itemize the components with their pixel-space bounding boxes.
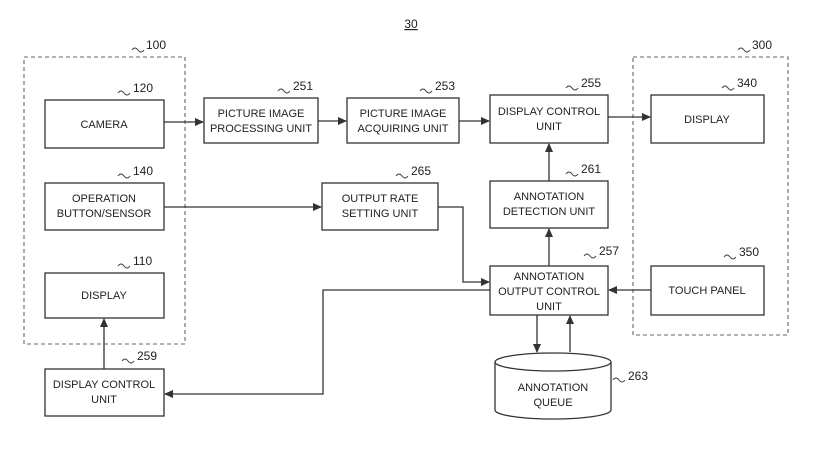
ref-leader-100 [131, 47, 145, 53]
group-300-frame [632, 56, 789, 336]
aoc-label-line-3: UNIT [536, 301, 562, 313]
operation-ref: 140 [133, 164, 153, 178]
display-340-ref: 340 [737, 76, 757, 90]
camera-label: CAMERA [80, 119, 128, 131]
annotation-detection-unit-block: ANNOTATION DETECTION UNIT [489, 180, 609, 229]
pia-label-line-1: PICTURE IMAGE [360, 108, 447, 120]
display-110-label: DISPLAY [81, 290, 127, 302]
pip-label-line-1: PICTURE IMAGE [218, 108, 305, 120]
operation-label-line-1: OPERATION [72, 193, 136, 205]
dcu259-ref: 259 [137, 349, 157, 363]
operation-label-line-2: BUTTON/SENSOR [57, 208, 152, 220]
adu-ref: 261 [581, 162, 601, 176]
dcu255-ref: 255 [581, 76, 601, 90]
display-110-block: DISPLAY [44, 272, 165, 319]
camera-block: CAMERA [44, 99, 165, 149]
dcu259-label-line-1: DISPLAY CONTROL [53, 379, 155, 391]
dcu255-label-line-2: UNIT [536, 121, 562, 133]
arrow-output-rate-to-annotation-output [438, 206, 490, 286]
dcu255-label-line-1: DISPLAY CONTROL [498, 106, 600, 118]
picture-image-acquiring-unit-block: PICTURE IMAGE ACQUIRING UNIT [346, 97, 460, 144]
dcu259-label-line-2: UNIT [91, 394, 117, 406]
adu-label-line-2: DETECTION UNIT [503, 206, 596, 218]
camera-ref: 120 [133, 81, 153, 95]
ors-label-line-2: SETTING UNIT [342, 208, 419, 220]
pia-label-line-2: ACQUIRING UNIT [357, 123, 448, 135]
display-110-ref: 110 [133, 254, 152, 268]
annotation-queue-cylinder: ANNOTATION QUEUE [494, 352, 612, 420]
aoc-label-line-2: OUTPUT CONTROL [498, 286, 600, 298]
adu-label-line-1: ANNOTATION [514, 191, 585, 203]
pip-ref: 251 [293, 79, 313, 93]
aoc-ref: 257 [599, 244, 619, 258]
display-control-unit-259-block: DISPLAY CONTROL UNIT [44, 368, 165, 417]
operation-button-sensor-block: OPERATION BUTTON/SENSOR [44, 182, 165, 231]
annotation-output-control-unit-block: ANNOTATION OUTPUT CONTROL UNIT [489, 265, 609, 316]
group-300-ref: 300 [752, 38, 772, 52]
touch-panel-ref: 350 [739, 245, 759, 259]
queue-label-line-2: QUEUE [533, 397, 572, 409]
queue-label-line-1: ANNOTATION [518, 382, 589, 394]
touch-panel-label: TOUCH PANEL [668, 285, 745, 297]
pip-label-line-2: PROCESSING UNIT [210, 123, 312, 135]
output-rate-setting-unit-block: OUTPUT RATE SETTING UNIT [321, 182, 439, 231]
ors-ref: 265 [411, 164, 431, 178]
touch-panel-block: TOUCH PANEL [650, 265, 765, 316]
arrow-annotation-output-to-display-control-259 [164, 289, 490, 398]
figure-number: 30 [404, 17, 418, 31]
ors-label-line-1: OUTPUT RATE [342, 193, 419, 205]
queue-ref: 263 [628, 369, 648, 383]
group-100-ref: 100 [146, 38, 166, 52]
picture-image-processing-unit-block: PICTURE IMAGE PROCESSING UNIT [203, 97, 319, 144]
aoc-label-line-1: ANNOTATION [514, 271, 585, 283]
display-340-label: DISPLAY [684, 114, 730, 126]
pia-ref: 253 [435, 79, 455, 93]
display-340-block: DISPLAY [650, 94, 765, 144]
ref-leader-300 [737, 47, 751, 53]
display-control-unit-255-block: DISPLAY CONTROL UNIT [489, 94, 609, 144]
